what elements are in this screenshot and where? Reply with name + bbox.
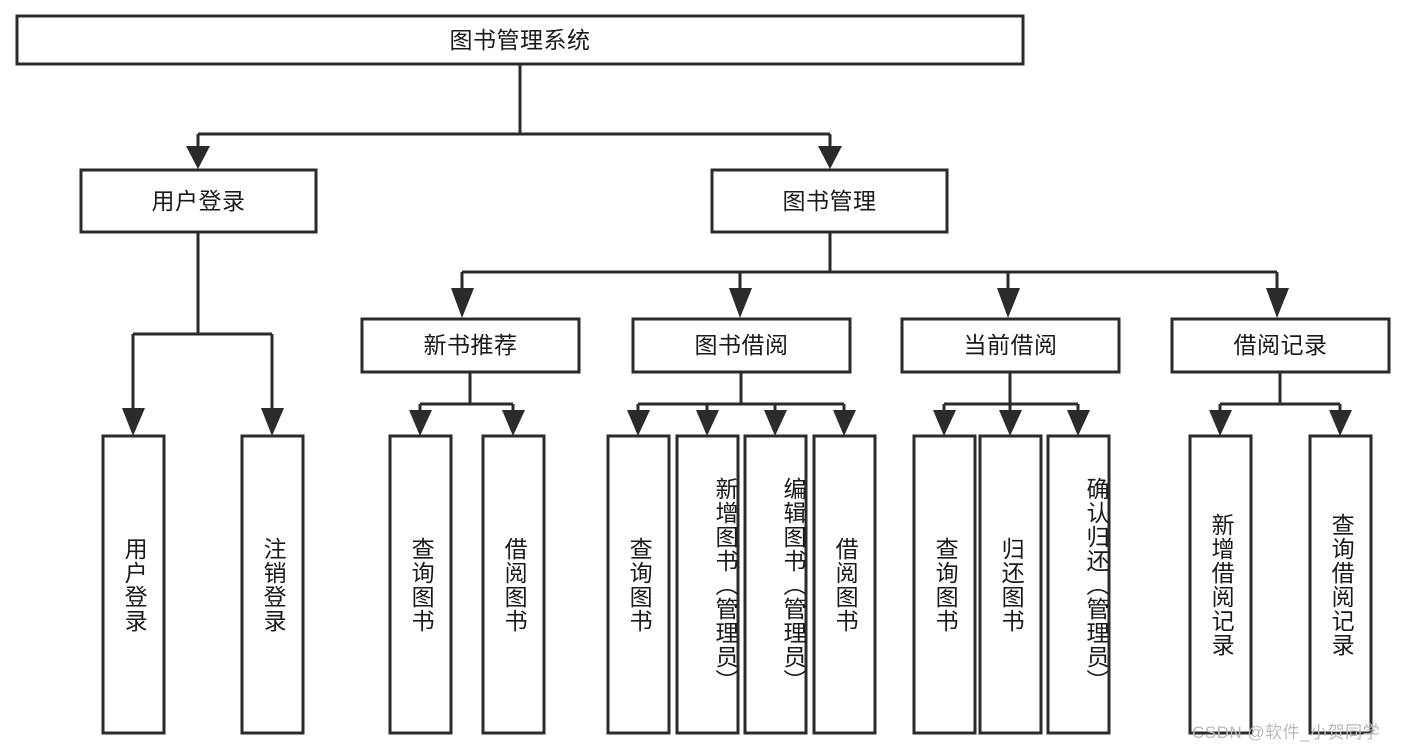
leaf-bb-query-book-box[interactable] <box>606 434 671 735</box>
arrow-leaf-cb-confirm-icon <box>1067 410 1090 436</box>
node-current-borrow-box[interactable] <box>900 317 1121 374</box>
node-user-login-box[interactable] <box>79 168 318 234</box>
leaf-nb-query-book-box[interactable] <box>388 434 453 735</box>
arrow-leaf-bb-add-icon <box>696 410 719 436</box>
leaf-bb-borrow-book-box[interactable] <box>812 434 877 735</box>
leaf-bb-edit-book-box[interactable] <box>743 434 808 735</box>
arrow-leaf-cb-query-icon <box>933 410 956 436</box>
node-new-book-box[interactable] <box>360 317 581 374</box>
arrow-to-current-borrow-icon <box>997 288 1020 318</box>
node-borrow-record-box[interactable] <box>1170 317 1391 374</box>
leaf-nb-borrow-book-box[interactable] <box>481 434 546 735</box>
arrow-leaf-bb-query-icon <box>627 410 650 436</box>
leaf-cb-query-book-box[interactable] <box>912 434 977 735</box>
leaf-br-query-record-box[interactable] <box>1308 434 1373 735</box>
arrow-leaf-br-add-icon <box>1209 410 1232 436</box>
arrow-leaf-user-login-icon <box>122 408 145 436</box>
node-book-borrow-box[interactable] <box>631 317 852 374</box>
arrow-to-user-login-icon <box>186 146 210 169</box>
arrow-to-new-book-icon <box>451 288 474 318</box>
leaf-br-add-record-box[interactable] <box>1188 434 1253 735</box>
arrow-to-borrow-record-icon <box>1266 288 1289 318</box>
arrow-leaf-nb-borrow-icon <box>502 410 525 436</box>
arrow-to-book-borrow-icon <box>729 288 752 318</box>
arrow-leaf-logout-icon <box>261 408 284 436</box>
arrow-leaf-nb-query-icon <box>409 410 432 436</box>
leaf-cb-return-book-box[interactable] <box>978 434 1043 735</box>
arrow-to-book-manage-icon <box>818 146 842 169</box>
leaf-user-login-box[interactable] <box>101 434 166 735</box>
leaf-bb-add-book-box[interactable] <box>675 434 740 735</box>
leaf-logout-box[interactable] <box>240 434 305 735</box>
arrow-leaf-br-query-icon <box>1329 410 1352 436</box>
arrow-leaf-bb-edit-icon <box>764 410 787 436</box>
leaf-cb-confirm-return-box[interactable] <box>1046 434 1111 735</box>
node-root-box[interactable] <box>15 14 1025 66</box>
arrow-leaf-cb-return-icon <box>999 410 1022 436</box>
arrow-leaf-bb-borrow-icon <box>833 410 856 436</box>
node-book-manage-box[interactable] <box>710 168 949 234</box>
